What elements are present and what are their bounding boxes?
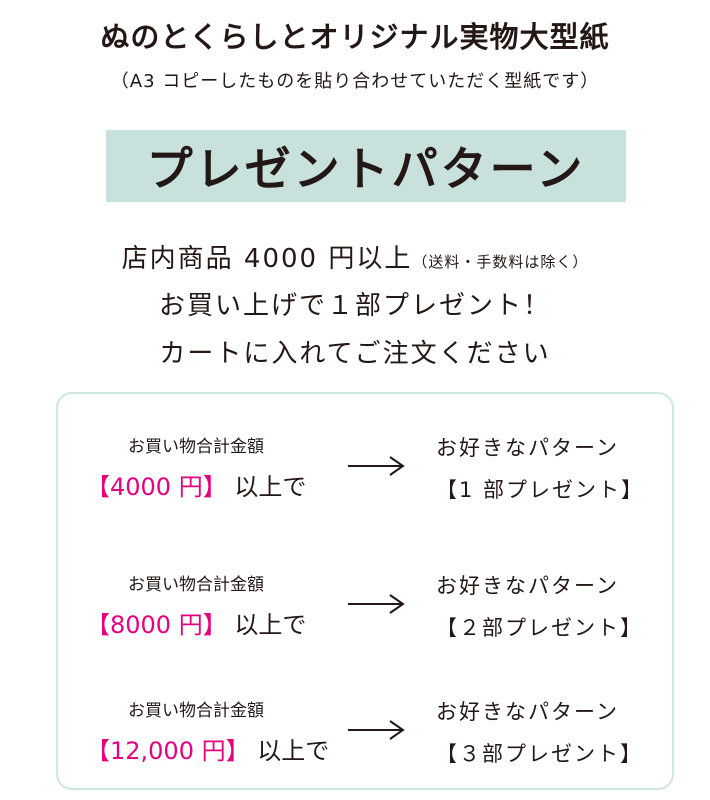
tier-amount-line: 【12,000 円】 以上で xyxy=(86,731,356,766)
tier-gift: 【1 部プレゼント】 xyxy=(436,478,645,502)
tier-pattern: お好きなパターン xyxy=(436,700,619,724)
tier-amount-line: 【4000 円】 以上で xyxy=(86,467,356,502)
tier-condition: お買い物合計金額 【8000 円】 以上で xyxy=(86,570,356,640)
tier-gift: 【３部プレゼント】 xyxy=(436,742,643,766)
arrow-right-icon xyxy=(348,720,405,740)
tier-suffix: 以上で xyxy=(234,611,307,639)
tier-label: お買い物合計金額 xyxy=(128,575,264,595)
tier-reward: お好きなパターン 【1 部プレゼント】 xyxy=(436,432,656,504)
tier-row: お買い物合計金額 【8000 円】 以上で お好きなパターン 【２部プレゼント】 xyxy=(58,570,676,650)
tier-amount: 【8000 円】 xyxy=(86,611,227,639)
tier-panel: お買い物合計金額 【4000 円】 以上で お好きなパターン 【1 部プレゼント… xyxy=(56,392,674,790)
tier-condition: お買い物合計金額 【4000 円】 以上で xyxy=(86,432,356,502)
tier-suffix: 以上で xyxy=(234,473,307,501)
tier-row: お買い物合計金額 【12,000 円】 以上で お好きなパターン 【３部プレゼン… xyxy=(58,696,676,776)
arrow-right-icon xyxy=(348,456,405,476)
condition-line-1-note: （送料・手数料は除く） xyxy=(412,253,589,271)
tier-amount: 【12,000 円】 xyxy=(86,737,250,765)
page-subtitle: （A3 コピーしたものを貼り合わせていただく型紙です） xyxy=(110,71,600,92)
present-banner: プレゼントパターン xyxy=(106,130,626,202)
tier-reward: お好きなパターン 【２部プレゼント】 xyxy=(436,570,656,642)
tier-suffix: 以上で xyxy=(257,737,330,765)
banner-text: プレゼントパターン xyxy=(146,142,586,196)
tier-row: お買い物合計金額 【4000 円】 以上で お好きなパターン 【1 部プレゼント… xyxy=(58,432,676,512)
tier-reward: お好きなパターン 【３部プレゼント】 xyxy=(436,696,656,768)
page-title: ぬのとくらしとオリジナル実物大型紙 xyxy=(100,20,610,54)
condition-line-1-main: 店内商品 4000 円以上 xyxy=(121,244,413,274)
tier-gift: 【２部プレゼント】 xyxy=(436,616,643,640)
tier-label: お買い物合計金額 xyxy=(128,437,264,457)
tier-label: お買い物合計金額 xyxy=(128,701,264,721)
tier-pattern: お好きなパターン xyxy=(436,574,619,598)
tier-condition: お買い物合計金額 【12,000 円】 以上で xyxy=(86,696,356,766)
tier-amount-line: 【8000 円】 以上で xyxy=(86,605,356,640)
tier-pattern: お好きなパターン xyxy=(436,436,619,460)
condition-line-2: お買い上げで１部プレゼント！ xyxy=(158,291,551,321)
arrow-right-icon xyxy=(348,594,405,614)
condition-line-3: カートに入れてご注文ください xyxy=(159,339,551,369)
tier-amount: 【4000 円】 xyxy=(86,473,227,501)
condition-line-1: 店内商品 4000 円以上（送料・手数料は除く） xyxy=(0,238,710,275)
